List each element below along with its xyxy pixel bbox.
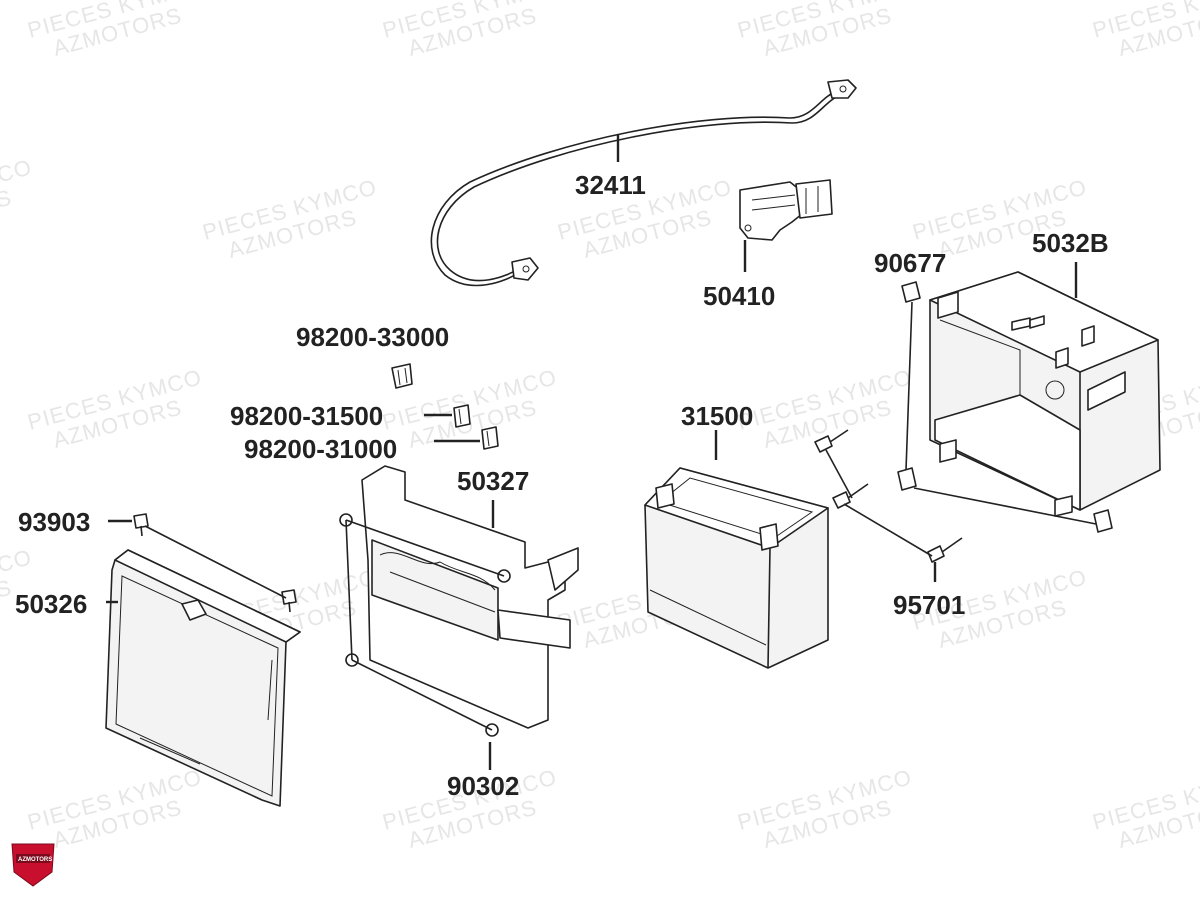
label-50410[interactable]: 50410 bbox=[703, 281, 775, 311]
label-95701[interactable]: 95701 bbox=[893, 590, 965, 620]
watermark-line2: AZMOTORS bbox=[0, 184, 15, 242]
label-50327[interactable]: 50327 bbox=[457, 466, 529, 496]
label-31500[interactable]: 31500 bbox=[681, 401, 753, 431]
label-50326[interactable]: 50326 bbox=[15, 589, 87, 619]
watermark-line2: AZMOTORS bbox=[0, 574, 15, 632]
fuse-98200-31500[interactable] bbox=[453, 404, 471, 428]
screw-93903[interactable] bbox=[133, 513, 297, 613]
battery-box-5032B[interactable] bbox=[929, 271, 1161, 517]
bolt-95701[interactable] bbox=[814, 429, 963, 563]
label-90677[interactable]: 90677 bbox=[874, 248, 946, 278]
screw-set-50327[interactable] bbox=[339, 513, 511, 737]
azmotors-logo: AZMOTORS bbox=[11, 843, 55, 887]
holder-plate-50327[interactable] bbox=[361, 465, 579, 729]
label-98200-31500[interactable]: 98200-31500 bbox=[230, 401, 383, 431]
label-5032B[interactable]: 5032B bbox=[1032, 228, 1109, 258]
label-98200-31000[interactable]: 98200-31000 bbox=[244, 434, 397, 464]
battery-31500[interactable] bbox=[644, 467, 829, 669]
label-93903[interactable]: 93903 bbox=[18, 507, 90, 537]
fuse-98200-33000[interactable] bbox=[391, 363, 413, 389]
cable-32411[interactable] bbox=[430, 79, 857, 287]
label-32411[interactable]: 32411 bbox=[575, 170, 646, 200]
bracket-50410[interactable] bbox=[739, 179, 833, 241]
label-98200-33000[interactable]: 98200-33000 bbox=[296, 322, 449, 352]
logo-text: AZMOTORS bbox=[18, 857, 52, 863]
fuse-98200-31000[interactable] bbox=[481, 426, 499, 450]
clip-90677[interactable] bbox=[897, 281, 1113, 533]
cover-50326[interactable] bbox=[105, 549, 301, 807]
label-90302[interactable]: 90302 bbox=[447, 771, 519, 801]
